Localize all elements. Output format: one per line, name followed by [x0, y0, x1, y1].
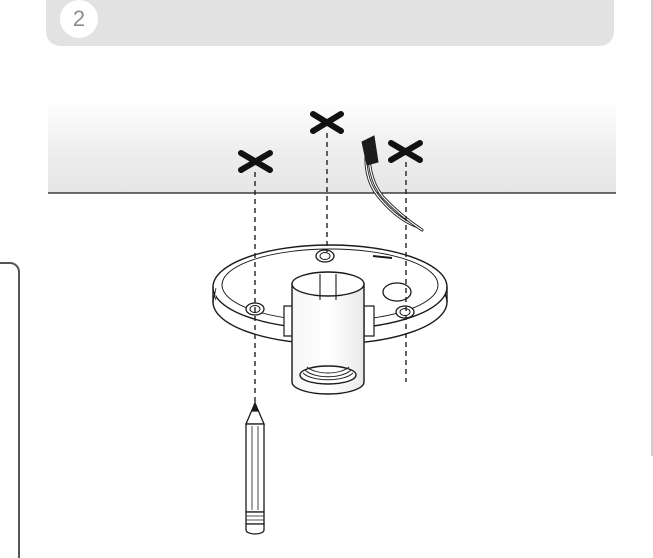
page-edge-rule [651, 0, 653, 456]
lamp-socket [291, 271, 365, 395]
x-mark-icon [310, 111, 344, 134]
screw-hole [315, 249, 335, 263]
step-banner: 2 [46, 0, 614, 46]
ceiling [48, 100, 616, 194]
x-mark-icon [238, 150, 273, 173]
guide-lines [254, 133, 407, 402]
cable-hole [382, 282, 412, 302]
mains-wires [361, 135, 424, 232]
step-number: 2 [72, 6, 86, 31]
pencil-icon [245, 401, 265, 535]
side-tab [0, 262, 20, 558]
step-number-badge: 2 [60, 0, 98, 38]
x-mark-icon [388, 140, 423, 163]
screw-hole [395, 305, 415, 319]
